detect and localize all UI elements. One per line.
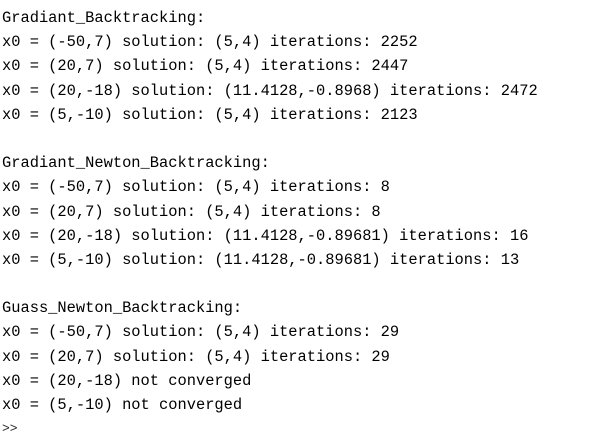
output-line: x0 = (-50,7) solution: (5,4) iterations:…	[2, 178, 390, 197]
section-title-gradient-backtracking: Gradiant_Backtracking:	[2, 9, 206, 27]
output-line: x0 = (5,-10) solution: (5,4) iterations:…	[2, 105, 418, 124]
section-title-gradient-newton-backtracking: Gradiant_Newton_Backtracking:	[2, 154, 270, 173]
output-line: x0 = (20,-18) solution: (11.4128,-0.8968…	[2, 81, 538, 100]
blank-line	[2, 127, 603, 151]
output-line: x0 = (-50,7) solution: (5,4) iterations:…	[2, 33, 418, 52]
output-line: x0 = (-50,7) solution: (5,4) iterations:…	[2, 323, 400, 342]
command-prompt[interactable]: >>	[2, 421, 18, 437]
output-line: x0 = (5,-10) not converged	[2, 396, 243, 414]
output-line: x0 = (20,7) solution: (5,4) iterations: …	[2, 347, 390, 366]
blank-line	[2, 272, 603, 296]
output-line: x0 = (20,7) solution: (5,4) iterations: …	[2, 202, 381, 221]
output-line: x0 = (20,7) solution: (5,4) iterations: …	[2, 57, 409, 76]
output-line: x0 = (20,-18) solution: (11.4128,-0.8968…	[2, 226, 529, 245]
output-line: x0 = (5,-10) solution: (11.4128,-0.89681…	[2, 250, 520, 269]
output-line: x0 = (20,-18) not converged	[2, 371, 252, 390]
section-title-gauss-newton-backtracking: Guass_Newton_Backtracking:	[2, 299, 243, 318]
